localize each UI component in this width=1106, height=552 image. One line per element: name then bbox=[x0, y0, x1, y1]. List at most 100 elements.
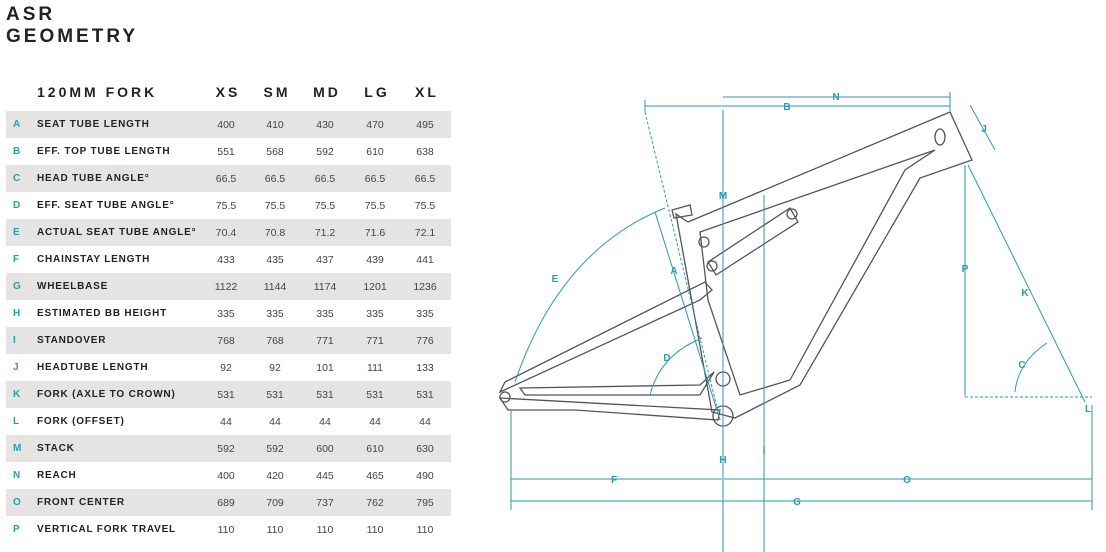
row-letter: K bbox=[13, 389, 21, 400]
dimension-labels: N B M A E D P K C L J I H F O G bbox=[552, 92, 1091, 508]
row-value: 110 bbox=[316, 524, 334, 536]
fork-header: 120MM FORK bbox=[37, 84, 158, 100]
row-value: 470 bbox=[366, 119, 384, 131]
row-value: 551 bbox=[217, 146, 235, 158]
row-value: 71.6 bbox=[364, 227, 386, 239]
row-value: 335 bbox=[316, 308, 334, 320]
row-value: 1144 bbox=[263, 281, 287, 293]
row-value: 435 bbox=[266, 254, 284, 266]
row-label: HEADTUBE LENGTH bbox=[37, 362, 149, 373]
row-letter: I bbox=[13, 335, 16, 346]
label-F: F bbox=[611, 475, 617, 486]
size-header: LG bbox=[364, 84, 390, 100]
title-line-1: ASR bbox=[6, 4, 56, 25]
dimension-lines bbox=[510, 92, 1093, 552]
row-value: 531 bbox=[266, 389, 284, 401]
row-label: CHAINSTAY LENGTH bbox=[37, 254, 151, 265]
row-value: 490 bbox=[416, 470, 434, 482]
row-letter: F bbox=[13, 254, 20, 265]
row-label: REACH bbox=[37, 470, 77, 481]
label-A: A bbox=[670, 266, 677, 277]
row-value: 709 bbox=[266, 497, 284, 509]
row-value: 75.5 bbox=[364, 200, 386, 212]
row-value: 66.5 bbox=[314, 173, 336, 185]
label-B: B bbox=[783, 102, 790, 113]
row-letter: L bbox=[13, 416, 20, 427]
label-I: I bbox=[763, 446, 766, 457]
row-value: 592 bbox=[266, 443, 284, 455]
row-label: STANDOVER bbox=[37, 335, 107, 346]
size-header: XS bbox=[215, 84, 241, 100]
row-value: 335 bbox=[416, 308, 434, 320]
row-letter: O bbox=[13, 497, 21, 508]
row-value: 44 bbox=[319, 416, 331, 428]
row-value: 430 bbox=[316, 119, 334, 131]
row-label: FORK (OFFSET) bbox=[37, 416, 125, 427]
row-value: 768 bbox=[217, 335, 235, 347]
row-value: 441 bbox=[416, 254, 434, 266]
row-value: 110 bbox=[217, 524, 235, 536]
row-value: 133 bbox=[416, 362, 434, 374]
row-value: 437 bbox=[316, 254, 334, 266]
row-value: 44 bbox=[269, 416, 281, 428]
row-value: 335 bbox=[266, 308, 284, 320]
row-label: ESTIMATED BB HEIGHT bbox=[37, 308, 168, 319]
row-value: 1122 bbox=[214, 281, 238, 293]
row-value: 400 bbox=[217, 470, 235, 482]
bike-frame bbox=[498, 111, 973, 427]
label-C: C bbox=[1018, 360, 1025, 371]
label-L: L bbox=[1085, 404, 1091, 415]
row-letter: D bbox=[13, 200, 21, 211]
row-label: SEAT TUBE LENGTH bbox=[37, 119, 150, 130]
row-value: 66.5 bbox=[414, 173, 436, 185]
row-value: 75.5 bbox=[314, 200, 336, 212]
label-E: E bbox=[552, 274, 559, 285]
row-value: 70.8 bbox=[264, 227, 286, 239]
row-label: ACTUAL SEAT TUBE ANGLE° bbox=[37, 227, 197, 238]
row-letter: C bbox=[13, 173, 21, 184]
row-letter: H bbox=[13, 308, 21, 319]
row-value: 465 bbox=[366, 470, 384, 482]
row-value: 66.5 bbox=[215, 173, 237, 185]
row-value: 75.5 bbox=[264, 200, 286, 212]
row-label: EFF. TOP TUBE LENGTH bbox=[37, 146, 171, 157]
row-letter: A bbox=[13, 119, 21, 130]
row-value: 44 bbox=[419, 416, 431, 428]
row-value: 439 bbox=[366, 254, 384, 266]
row-value: 568 bbox=[266, 146, 284, 158]
size-header: SM bbox=[263, 84, 291, 100]
row-value: 433 bbox=[217, 254, 235, 266]
row-label: VERTICAL FORK TRAVEL bbox=[37, 524, 176, 535]
row-label: FORK (AXLE TO CROWN) bbox=[37, 389, 176, 400]
size-header: XL bbox=[415, 84, 439, 100]
title-line-2: GEOMETRY bbox=[6, 26, 139, 47]
row-value: 410 bbox=[266, 119, 284, 131]
row-value: 600 bbox=[316, 443, 334, 455]
row-value: 75.5 bbox=[414, 200, 436, 212]
row-value: 92 bbox=[269, 362, 281, 374]
row-value: 610 bbox=[366, 146, 384, 158]
table-row: D EFF. SEAT TUBE ANGLE° 75.5 75.5 75.5 75.5 75… bbox=[6, 192, 451, 219]
row-label: STACK bbox=[37, 443, 75, 454]
row-letter: M bbox=[13, 443, 22, 454]
label-P: P bbox=[962, 264, 969, 275]
row-value: 776 bbox=[416, 335, 434, 347]
row-letter: N bbox=[13, 470, 21, 481]
row-value: 771 bbox=[316, 335, 334, 347]
row-value: 610 bbox=[366, 443, 384, 455]
row-value: 92 bbox=[220, 362, 232, 374]
label-D: D bbox=[663, 353, 670, 364]
row-value: 630 bbox=[416, 443, 434, 455]
row-letter: G bbox=[13, 281, 21, 292]
label-G: G bbox=[793, 497, 801, 508]
row-value: 75.5 bbox=[215, 200, 237, 212]
row-value: 1236 bbox=[413, 281, 437, 293]
row-value: 420 bbox=[266, 470, 284, 482]
row-label: EFF. SEAT TUBE ANGLE° bbox=[37, 200, 175, 211]
